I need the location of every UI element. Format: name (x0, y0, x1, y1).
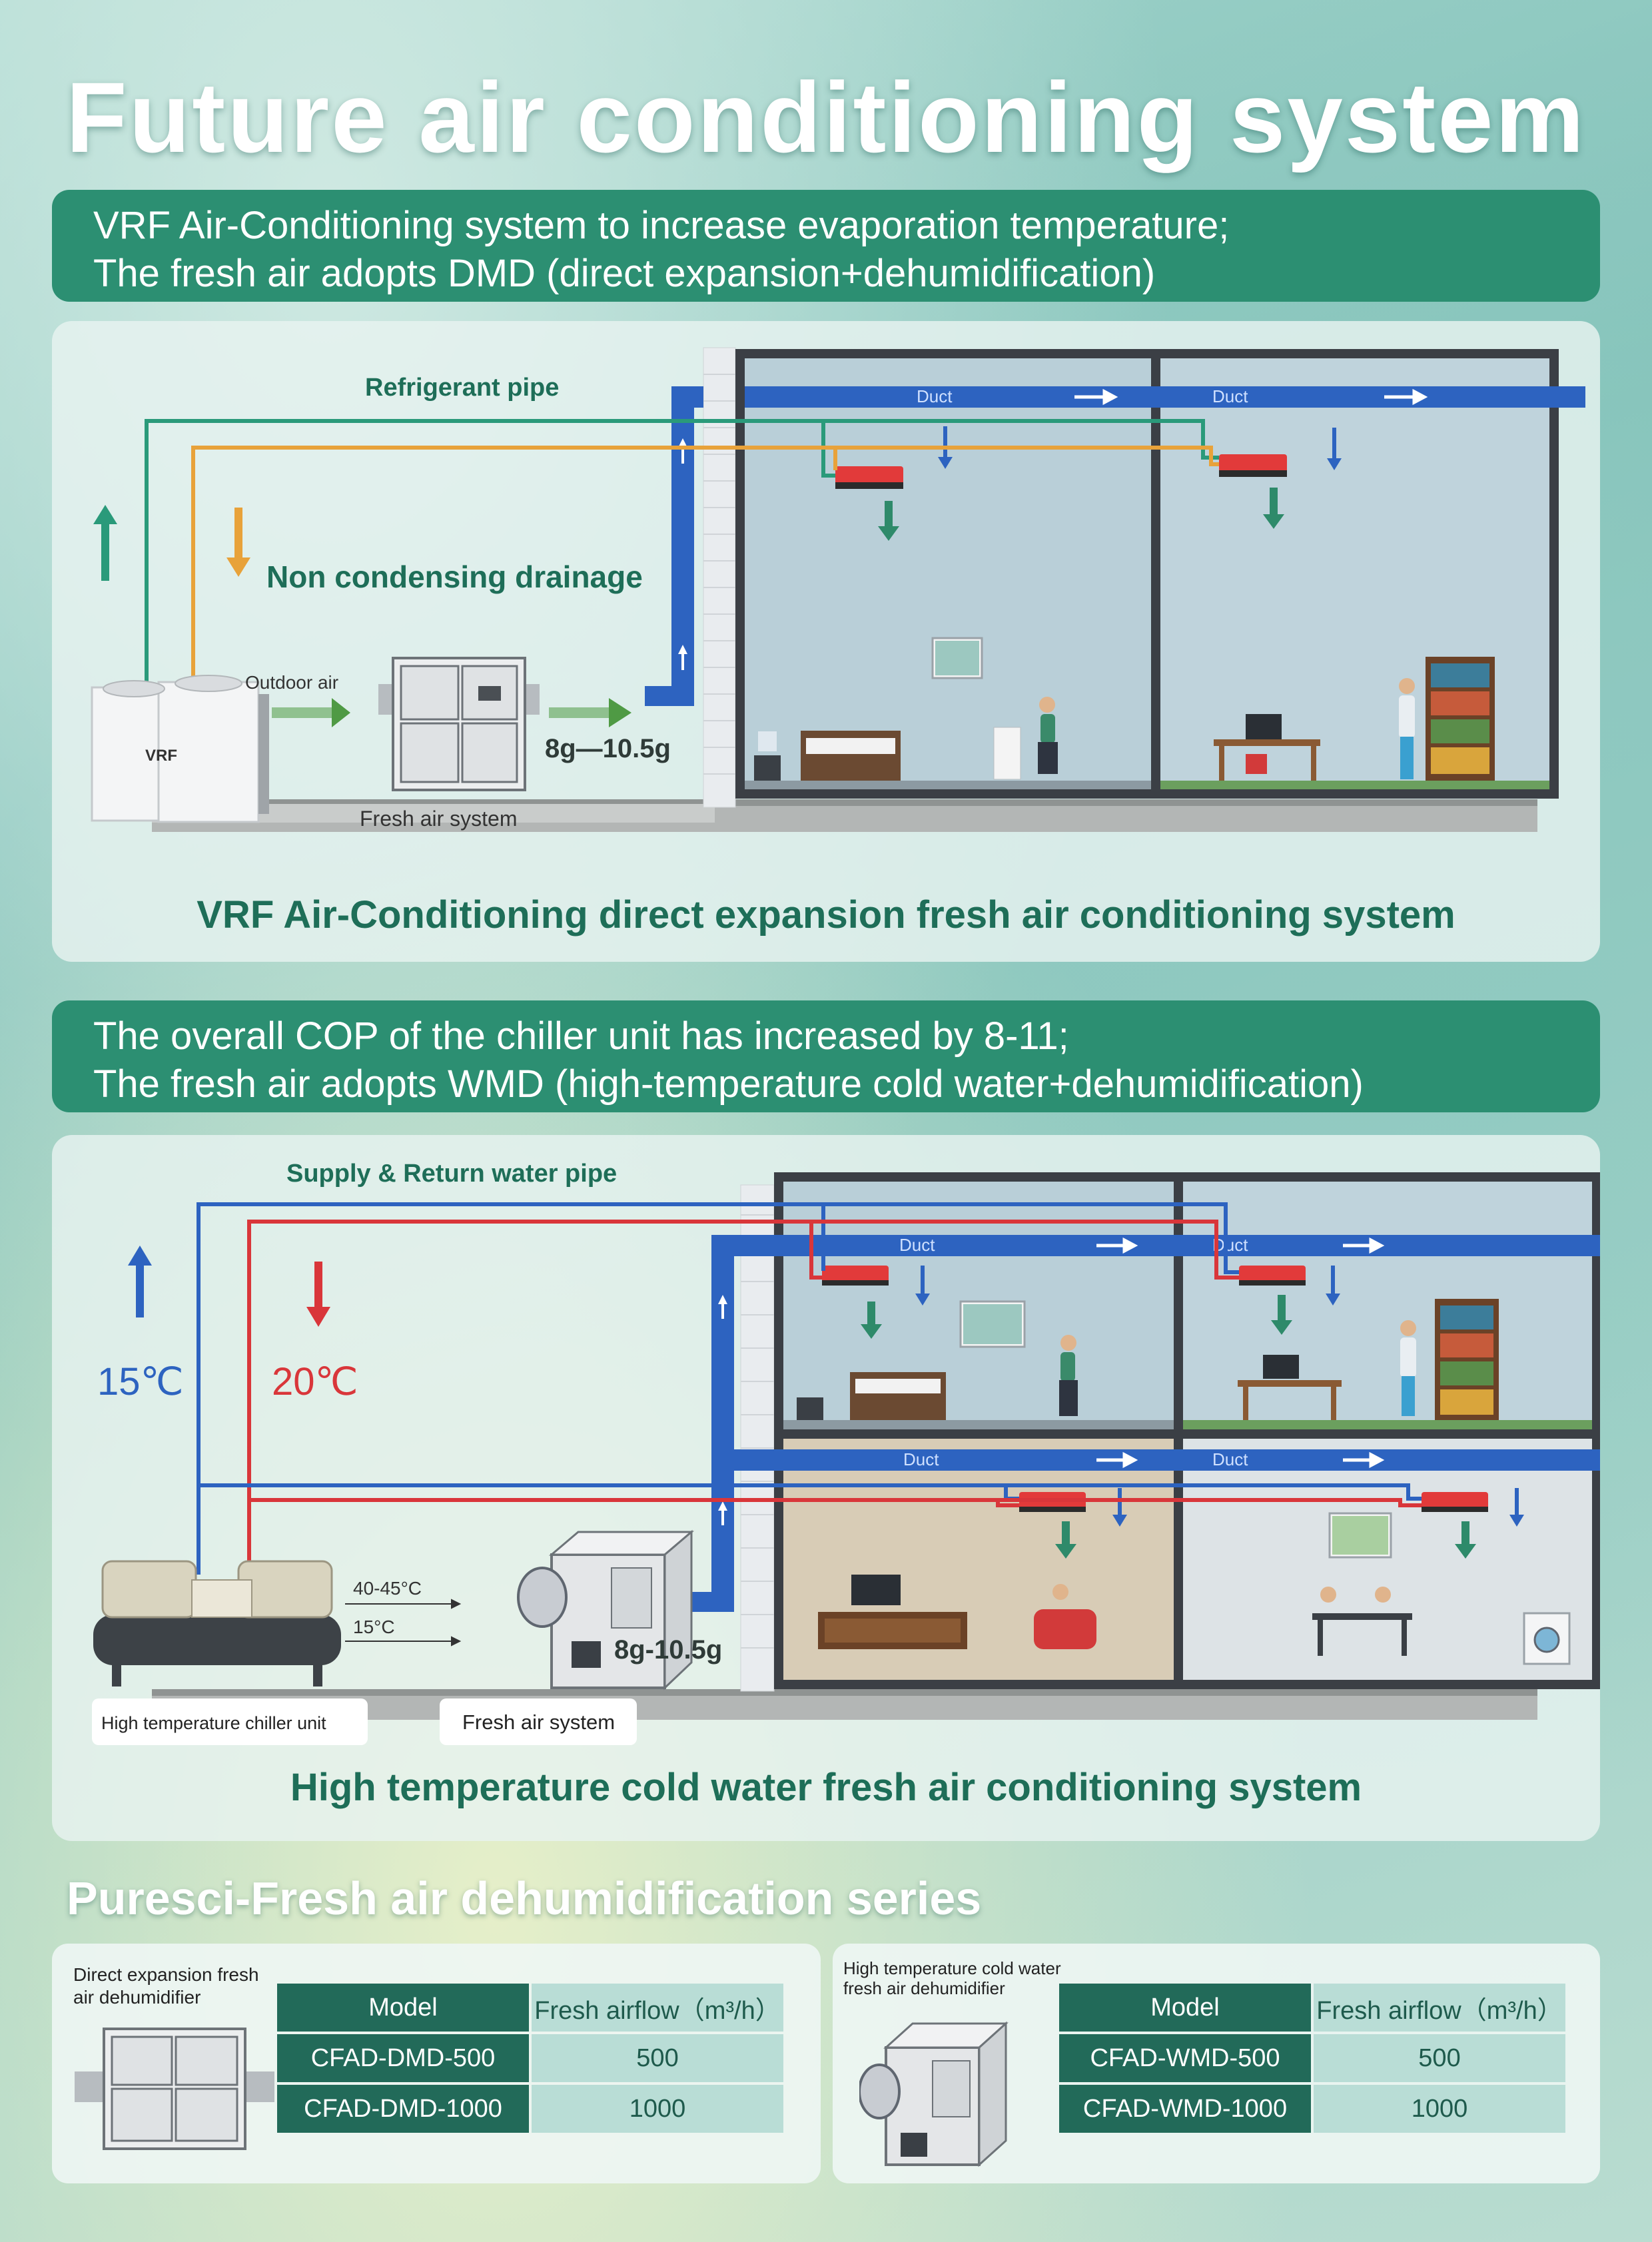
fresh-air-label-box (440, 1698, 637, 1745)
dmd-model-cell: CFAD-DMD-1000 (277, 2085, 529, 2133)
product-card-wmd: High temperature cold water fresh air de… (833, 1944, 1600, 2183)
product-card-dmd: Direct expansion fresh air dehumidifier … (52, 1944, 821, 2183)
dmd-header-model: Model (277, 1984, 529, 2032)
section2-banner-line2: The fresh air adopts WMD (high-temperatu… (93, 1062, 1364, 1106)
dmd-airflow-cell: 1000 (532, 2085, 783, 2133)
table-row: CFAD-WMD-1000 1000 (1059, 2085, 1565, 2133)
tv-cabinet (818, 1575, 967, 1649)
chiller-system-diagram: Duct Duct Duct Duct (92, 1160, 1600, 1745)
washing-machine (1523, 1612, 1571, 1665)
chiller-label: High temperature chiller unit (101, 1713, 326, 1733)
wmd-model-cell: CFAD-WMD-500 (1059, 2034, 1311, 2082)
wmd-label-line2: fresh air dehumidifier (843, 1978, 1005, 1998)
duct-label-1: Duct (917, 386, 953, 406)
supply-water-pipe (197, 1202, 825, 1575)
chiller-unit (93, 1560, 341, 1686)
down-arrow-icon (226, 508, 250, 577)
table-row: CFAD-DMD-1000 1000 (277, 2085, 783, 2133)
return-down-arrow-icon (306, 1262, 330, 1327)
room-bedroom (745, 358, 1151, 789)
section2-caption: High temperature cold water fresh air co… (290, 1766, 1362, 1809)
dining-table (1312, 1587, 1412, 1656)
wmd-airflow-cell: 1000 (1314, 2085, 1565, 2133)
drainage-pipe-orange (191, 446, 837, 691)
bed-furniture-2 (797, 1372, 946, 1420)
desk-furniture-2 (1238, 1355, 1342, 1420)
bookshelf-2 (1435, 1299, 1499, 1420)
section1-panel: Duct Duct (52, 321, 1600, 962)
section2-banner-line1: The overall COP of the chiller unit has … (93, 1014, 1069, 1058)
dmd-product-label: Direct expansion fresh air dehumidifier (73, 1964, 259, 2009)
vertical-duct-2 (711, 1235, 734, 1608)
refrigerant-pipe-label: Refrigerant pipe (365, 374, 559, 402)
desk-furniture (1214, 714, 1320, 781)
wmd-model-cell: CFAD-WMD-1000 (1059, 2085, 1311, 2133)
wmd-label-line1: High temperature cold water (843, 1958, 1061, 1978)
bookshelf (1426, 657, 1495, 781)
woman-running-2 (1059, 1335, 1078, 1416)
vrf-label: VRF (145, 747, 177, 765)
supply-temp-label: 15℃ (97, 1360, 184, 1403)
person-reading-2 (1400, 1320, 1416, 1416)
section1-banner: VRF Air-Conditioning system to increase … (52, 190, 1600, 302)
fresh-air-system-label-2: Fresh air system (462, 1710, 615, 1734)
dmd-unit-image (75, 2028, 274, 2150)
up-arrow-icon (93, 505, 117, 581)
ac-indoor-unit-1 (835, 466, 903, 485)
supply-up-arrow-icon (128, 1246, 152, 1317)
main-duct (745, 386, 1585, 408)
wmd-unit-image (859, 2021, 1009, 2167)
duct-bottom-label-2: Duct (1212, 1449, 1248, 1469)
section2-panel: Duct Duct Duct Duct (52, 1135, 1600, 1841)
section1-banner-line1: VRF Air-Conditioning system to increase … (93, 204, 1230, 247)
duct-bottom-label-1: Duct (903, 1449, 939, 1469)
wmd-header-model: Model (1059, 1984, 1311, 2032)
wmd-product-label: High temperature cold water fresh air de… (843, 1958, 1061, 1998)
table-row: CFAD-DMD-500 500 (277, 2034, 783, 2082)
series-title: Puresci-Fresh air dehumidification serie… (67, 1872, 982, 1924)
brick-wall (703, 347, 736, 808)
water-out-temp-label: 15°C (353, 1617, 395, 1637)
wmd-airflow-cell: 500 (1314, 2034, 1565, 2082)
vrf-outdoor-unit: VRF (91, 675, 269, 823)
dmd-spec-table: Model Fresh airflow（m³/h） CFAD-DMD-500 5… (274, 1981, 786, 2135)
woman-running (1038, 697, 1058, 774)
dmd-model-cell: CFAD-DMD-500 (277, 2034, 529, 2082)
dmd-label-line1: Direct expansion fresh (73, 1964, 259, 1985)
vrf-system-diagram: Duct Duct (91, 347, 1585, 832)
water-pipe-label: Supply & Return water pipe (286, 1160, 617, 1188)
page-title: Future air conditioning system (66, 61, 1586, 173)
dmd-header-airflow: Fresh airflow（m³/h） (532, 1984, 783, 2032)
table-row: CFAD-WMD-500 500 (1059, 2034, 1565, 2082)
chiller-label-box (92, 1698, 368, 1745)
outdoor-air-arrows (272, 698, 631, 727)
section1-banner-line2: The fresh air adopts DMD (direct expansi… (93, 252, 1156, 295)
ac-indoor-unit-2 (1219, 454, 1287, 473)
humidity-label: 8g—10.5g (545, 734, 671, 763)
wmd-spec-table: Model Fresh airflow（m³/h） CFAD-WMD-500 5… (1056, 1981, 1568, 2135)
duct-label-2: Duct (1212, 386, 1248, 406)
armchair (1034, 1584, 1096, 1649)
humidity-label-2: 8g-10.5g (614, 1635, 722, 1665)
return-temp-label: 20℃ (272, 1360, 358, 1403)
fresh-air-system-label: Fresh air system (360, 807, 517, 831)
fresh-air-unit-dmd (378, 657, 540, 791)
fresh-air-unit-wmd (517, 1529, 695, 1690)
outdoor-air-label: Outdoor air (245, 672, 338, 693)
section2-banner: The overall COP of the chiller unit has … (52, 1000, 1600, 1112)
water-in-temp-label: 40-45°C (353, 1578, 422, 1599)
person-reading (1399, 678, 1415, 779)
room-study-2 (1183, 1182, 1592, 1429)
duct-top-label-1: Duct (899, 1235, 935, 1255)
dmd-airflow-cell: 500 (532, 2034, 783, 2082)
duct-top-label-2: Duct (1212, 1235, 1248, 1255)
wmd-header-airflow: Fresh airflow（m³/h） (1314, 1984, 1565, 2032)
bed-furniture (754, 731, 901, 781)
non-condensing-label: Non condensing drainage (266, 560, 643, 594)
dmd-label-line2: air dehumidifier (73, 1987, 201, 2008)
section1-caption: VRF Air-Conditioning direct expansion fr… (197, 893, 1455, 936)
